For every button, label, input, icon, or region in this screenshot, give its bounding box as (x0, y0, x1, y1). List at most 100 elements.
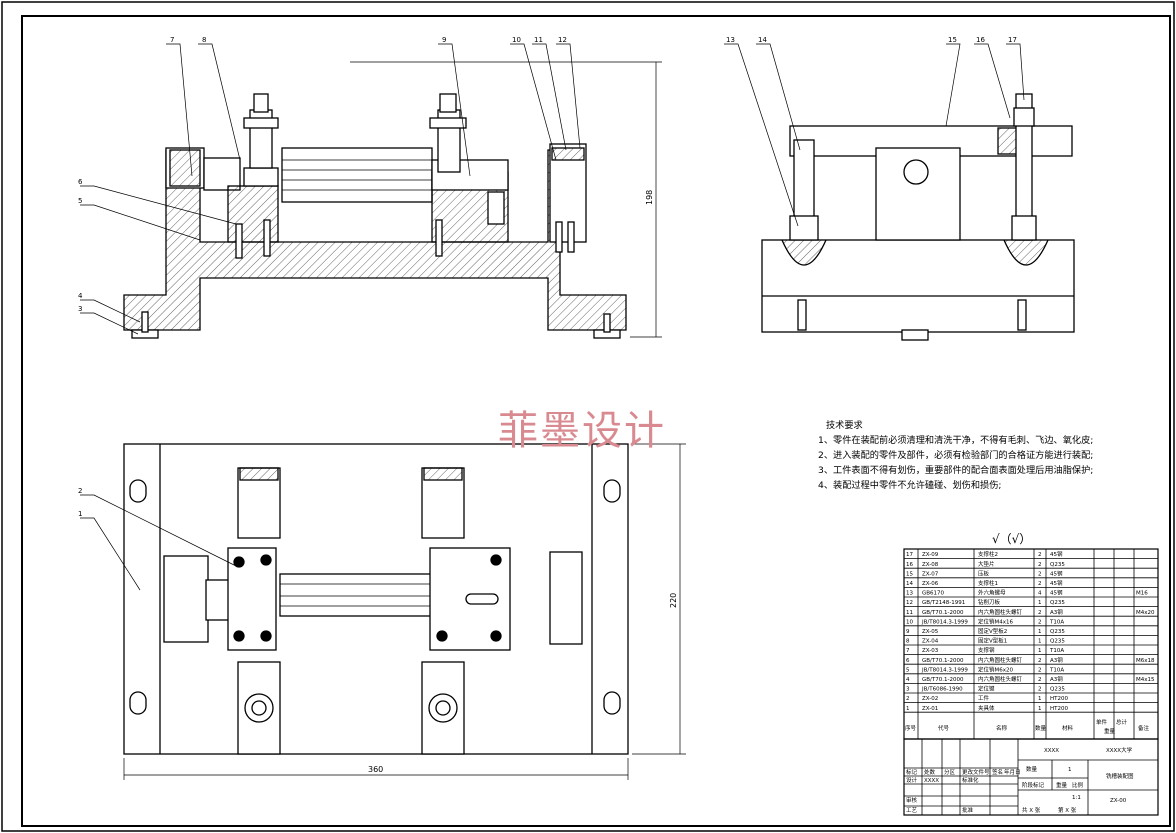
balloon-6: 6 (78, 178, 83, 186)
bom-cell-no: 1 (906, 706, 910, 712)
bom-cell-mat: Q235 (1050, 629, 1065, 635)
bom-cell-no: 2 (906, 696, 910, 702)
balloon-16: 16 (976, 36, 985, 44)
title-stage-label: 阶段标记 (1022, 781, 1045, 789)
title-design-name: XXXX (924, 778, 939, 784)
tech-title: 技术要求 (826, 420, 863, 431)
bom-cell-qty: 2 (1038, 658, 1042, 664)
bom-cell-code: ZX-05 (922, 629, 939, 635)
bom-cell-code: JB/T8014.3-1999 (921, 619, 968, 625)
bom-cell-note: M16 (1136, 591, 1148, 597)
bom-cell-note: M4x20 (1136, 610, 1155, 616)
bom-cell-mat: T10A (1049, 667, 1064, 673)
balloon-1: 1 (78, 510, 82, 518)
title-row-mark: 标记 (906, 768, 918, 776)
title-check: 审核 (906, 796, 918, 804)
bom-cell-mat: 45钢 (1050, 579, 1063, 587)
bom-cell-code: ZX-06 (922, 581, 939, 587)
bom-header-code: 代号 (938, 724, 950, 732)
bom-cell-code: ZX-02 (922, 696, 938, 702)
bom-header-wt2: 总计 (1116, 718, 1128, 726)
bom-cell-code: ZX-08 (922, 562, 939, 568)
title-scale-value: 1:1 (1072, 795, 1081, 801)
bom-cell-no: 7 (906, 648, 910, 654)
dimension-height: 198 (645, 190, 654, 205)
title-qty-value: 1 (1068, 767, 1072, 773)
bom-cell-note: M6x18 (1136, 658, 1155, 664)
title-weight-label: 重量 (1056, 781, 1068, 789)
bom-cell-mat: A3钢 (1050, 675, 1063, 683)
bom-cell-mat: 45钢 (1050, 589, 1063, 597)
bom-cell-code: GB/T2148-1991 (922, 600, 965, 606)
tech-item-3: 3、工件表面不得有划伤，重要部件的配合面表面处理后用油脂保护; (818, 465, 1094, 476)
technical-requirements: 技术要求 1、零件在装配前必须清理和清洗干净，不得有毛刺、飞边、氧化皮; 2、进… (818, 418, 1138, 493)
bom-cell-code: ZX-07 (922, 571, 939, 577)
bom-header-note: 备注 (1138, 724, 1150, 732)
bom-cell-no: 12 (906, 600, 913, 606)
balloon-2: 2 (78, 487, 82, 495)
bom-cell-mat: HT200 (1050, 696, 1068, 702)
bom-cell-no: 15 (906, 571, 913, 577)
bom-cell-no: 14 (906, 581, 913, 587)
title-row-date: 年月日 (1004, 768, 1021, 776)
title-block (903, 738, 1159, 816)
title-scale-label: 比例 (1072, 781, 1084, 789)
bom-cell-mat: Q235 (1050, 562, 1065, 568)
bom-cell-code: GB/T70.1-2000 (922, 658, 964, 664)
bom-cell-mat: A3钢 (1050, 608, 1063, 616)
bom-cell-mat: Q235 (1050, 639, 1065, 645)
title-row-count: 处数 (924, 768, 936, 776)
bom-header-no: 序号 (905, 724, 917, 732)
side-view (761, 93, 1075, 341)
bom-cell-name: 定位销M4x16 (978, 617, 1013, 625)
bom-cell-name: 固定V型板1 (978, 637, 1007, 645)
bom-header-weight: 重量 (1104, 727, 1116, 735)
bom-cell-mat: T10A (1049, 648, 1064, 654)
bom-cell-qty: 2 (1038, 562, 1042, 568)
bom-cell-name: 支撑钢 (978, 646, 995, 654)
bom-cell-code: JB/T8014.3-1999 (921, 667, 968, 673)
leader-lines (80, 43, 1025, 591)
bom-cell-name: 压板 (978, 569, 990, 577)
title-designer-box: XXXX (1044, 748, 1059, 754)
bom-cell-no: 8 (906, 639, 910, 645)
bom-cell-name: 大垫片 (978, 560, 995, 568)
bom-cell-name: 支撑柱1 (978, 579, 998, 587)
surface-roughness-symbol: √（√） (992, 532, 1032, 546)
bom-cell-qty: 1 (1038, 600, 1042, 606)
bom-cell-qty: 1 (1038, 648, 1042, 654)
balloon-12: 12 (558, 36, 567, 44)
bom-cell-qty: 1 (1038, 696, 1042, 702)
bom-cell-name: 内六角圆柱头螺钉 (978, 608, 1023, 616)
title-row-change: 更改文件号 (962, 768, 990, 776)
bom-cell-name: 工件 (978, 694, 990, 702)
title-approve: 批准 (962, 806, 974, 814)
title-drawing-no: ZX-00 (1110, 798, 1127, 804)
bom-cell-name: 内六角圆柱头螺钉 (978, 656, 1023, 664)
bom-cell-name: 钻削刀板 (978, 598, 1001, 606)
dimension-width: 360 (368, 765, 383, 774)
support-column-14 (793, 139, 815, 221)
bom-cell-qty: 4 (1038, 591, 1042, 597)
bom-cell-qty: 2 (1038, 667, 1042, 673)
bom-cell-code: GB/T70.1-2000 (922, 610, 964, 616)
bom-cell-no: 10 (906, 619, 913, 625)
bom-cell-qty: 2 (1038, 677, 1042, 683)
bom-cell-qty: 1 (1038, 706, 1042, 712)
tech-item-4: 4、装配过程中零件不允许磕碰、划伤和损伤; (818, 480, 1002, 491)
bom-cell-qty: 2 (1038, 552, 1042, 558)
dimension-depth: 220 (669, 593, 678, 608)
title-design: 设计 (906, 776, 918, 784)
bom-cell-code: GB/T70.1-2000 (922, 677, 964, 683)
bom-header-mat: 材料 (1062, 724, 1074, 732)
title-sheet-no: 第 X 张 (1058, 806, 1077, 814)
bom-cell-no: 9 (906, 629, 910, 635)
bom-cell-name: 支撑柱2 (978, 550, 998, 558)
balloon-5: 5 (78, 197, 82, 205)
balloon-14: 14 (758, 36, 767, 44)
bom-cell-qty: 2 (1038, 610, 1042, 616)
bom-table (903, 548, 1159, 740)
balloon-8: 8 (202, 36, 206, 44)
bom-cell-no: 11 (906, 610, 913, 616)
